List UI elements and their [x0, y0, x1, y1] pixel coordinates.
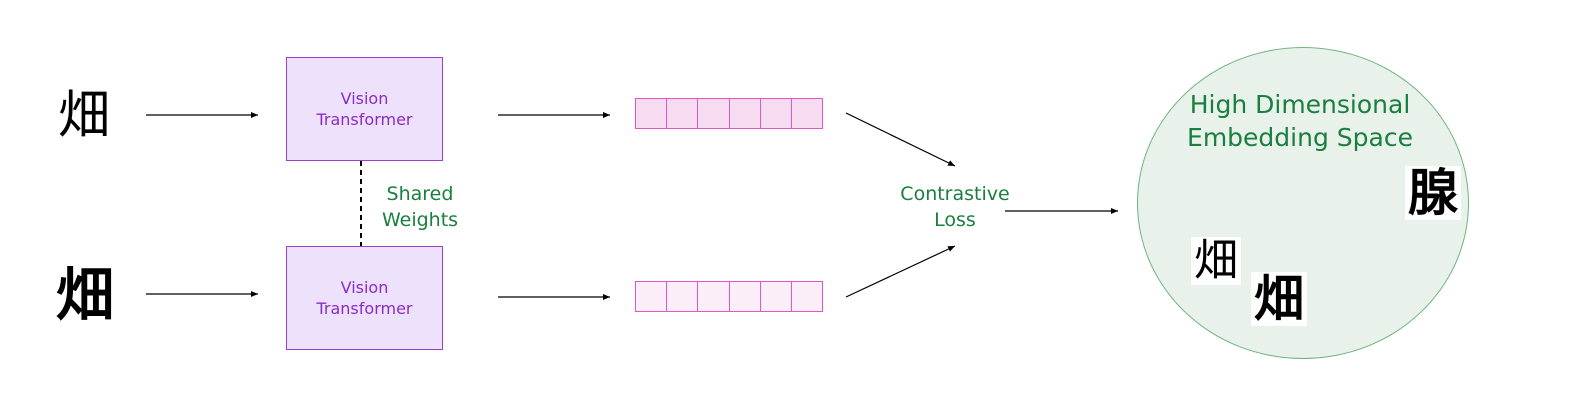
space-glyph-near-bold: 畑 — [1251, 272, 1307, 326]
arrow-vector-top-to-loss — [845, 112, 956, 167]
embedding-cell — [698, 99, 730, 128]
embedding-cell — [636, 282, 668, 311]
embedding-cell — [730, 282, 761, 311]
vision-transformer-bottom: Vision Transformer — [286, 246, 443, 350]
arrow-vector-bottom-to-loss — [845, 245, 956, 298]
embedding-cell — [636, 99, 668, 128]
space-glyph-far: 腺 — [1405, 166, 1461, 220]
embedding-cell — [792, 99, 822, 128]
embedding-vector-top — [635, 98, 823, 129]
input-glyph-top: 畑 — [58, 86, 111, 146]
shared-weights-label: Shared Weights — [381, 183, 459, 231]
space-glyph-near-thin: 畑 — [1191, 237, 1241, 285]
contrastive-loss-label: Contrastive Loss — [900, 183, 1010, 231]
embedding-cell — [667, 99, 699, 128]
input-glyph-bottom: 畑 — [56, 261, 115, 329]
embedding-cell — [792, 282, 822, 311]
embedding-vector-bottom — [635, 281, 823, 312]
embedding-cell — [698, 282, 730, 311]
embedding-cell — [667, 282, 699, 311]
vision-transformer-top: Vision Transformer — [286, 57, 443, 161]
embedding-space-title: High Dimensional Embedding Space — [1187, 90, 1413, 152]
embedding-cell — [761, 99, 792, 128]
embedding-cell — [730, 99, 761, 128]
embedding-cell — [761, 282, 792, 311]
